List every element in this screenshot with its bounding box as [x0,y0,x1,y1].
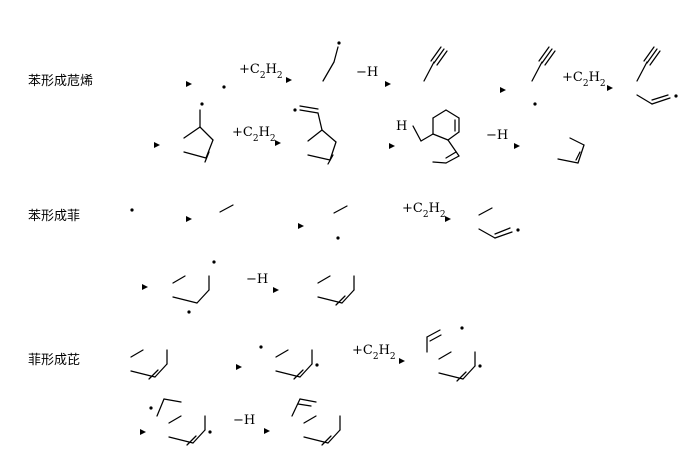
acenaphthylene-product [533,117,585,166]
arrow-17 [104,429,146,435]
arrow-4 [464,87,506,93]
h-acenaphthylene-intermediate: H [396,109,460,169]
biphenyl [195,184,258,233]
h-atom-label: H [396,119,407,134]
phenylacetylene [399,46,448,102]
indenyl-radical [159,102,214,163]
vinylbiphenyl-radical [454,187,520,239]
biphenyl-radical [309,185,372,240]
arrow-14-h-loss [237,287,279,293]
reagent-c2h2-5: +C2H2 [352,343,396,362]
phenanthrene-start [106,329,168,380]
section-title-phenanthrene: 苯形成菲 [28,209,80,224]
ethynyl-vinylbenzene-radical [612,46,678,105]
arrow-10 [150,216,192,222]
arrow-9-h-loss [478,143,520,149]
section-title-pyrene: 菲形成芘 [28,352,80,368]
reagent-h-loss-2: −H [486,128,508,143]
dihydropyrenyl-radical [144,395,212,446]
phenanthrene-product [293,255,355,306]
reagent-c2h2-4: +C2H2 [402,201,446,220]
dihydrophenanthrenyl-radical [148,255,216,314]
reagent-c2h2-2: +C2H2 [562,70,606,89]
section-title-acenaphthylene: 苯形成苊烯 [28,74,93,89]
arrow-6 [118,142,160,148]
reagent-c2h2-1: +C2H2 [239,62,283,81]
arrow-18-h-loss [228,428,270,434]
phenanthrene-diradical [251,329,319,380]
pyrene-product [279,395,341,446]
arrow-1 [150,81,192,87]
phenyl-radical-1 [192,67,226,95]
arrow-3-h-loss [349,81,391,87]
vinylbenzene-radical [298,41,341,102]
arrow-8 [353,143,395,149]
arrow-11 [262,223,304,229]
phenyl-radical-2 [100,202,134,230]
arrow-15 [200,364,242,370]
reagent-h-loss-4: −H [233,413,255,428]
arrow-13 [106,284,148,290]
phenylacetylene-radical [507,46,556,106]
vinylphenanthrene-radical [414,326,482,382]
benzene-start [100,67,126,95]
reagent-c2h2-3: +C2H2 [232,125,276,144]
reagent-h-loss-1: −H [356,65,378,80]
reagent-h-loss-3: −H [246,272,268,287]
vinylindenyl-radical [283,105,337,165]
